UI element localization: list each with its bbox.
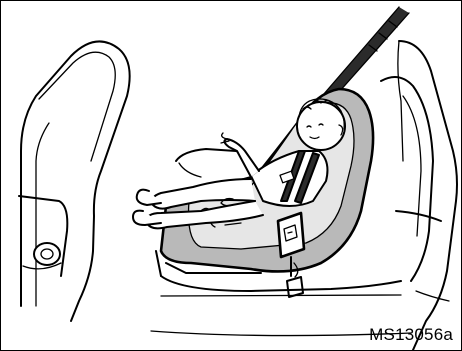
right-vehicle-seat-icon <box>381 41 457 350</box>
shoulder-belt-icon <box>323 7 409 101</box>
left-vehicle-seat-icon <box>19 41 130 321</box>
figure-code: MS13056a <box>369 325 453 345</box>
